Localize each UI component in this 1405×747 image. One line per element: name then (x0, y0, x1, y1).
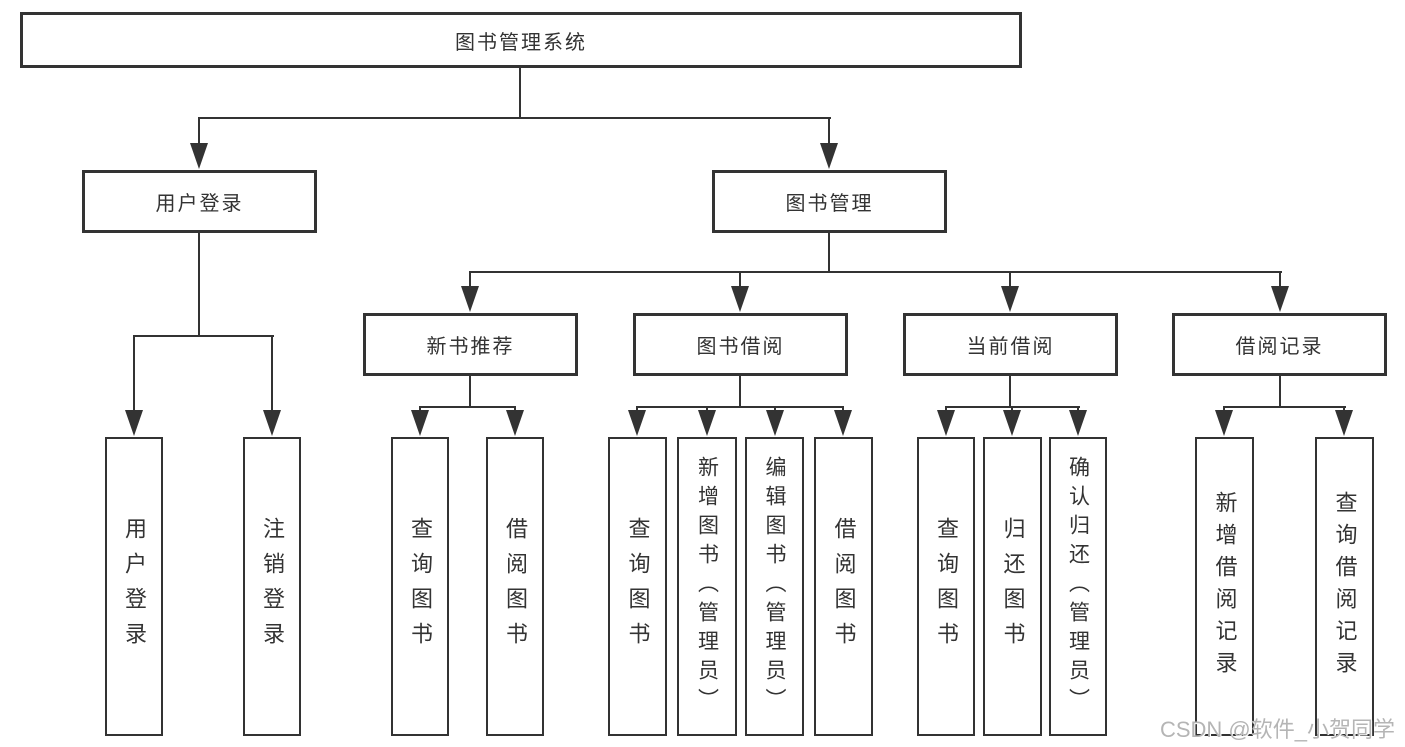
arrow-down-icon (461, 286, 479, 312)
connector-line (469, 271, 1282, 273)
leaf-label: 借阅图书 (831, 516, 857, 657)
leaf-logout: 注销登录 (243, 437, 301, 736)
connector-line (198, 232, 200, 336)
leaf-query-books-2: 查询图书 (608, 437, 667, 736)
connector-line (636, 406, 844, 408)
leaf-add-book-admin: 新增图书（管理员） (677, 437, 737, 736)
arrow-down-icon (731, 286, 749, 312)
leaf-label: 查询图书 (625, 516, 651, 657)
leaf-label: 查询借阅记录 (1332, 490, 1358, 683)
leaf-borrow-books-1: 借阅图书 (486, 437, 544, 736)
arrow-down-icon (698, 410, 716, 436)
arrow-down-icon (125, 410, 143, 436)
leaf-label: 归还图书 (1000, 516, 1026, 657)
arrow-down-icon (263, 410, 281, 436)
node-label: 图书管理 (785, 193, 874, 215)
node-label: 当前借阅 (966, 336, 1055, 358)
connector-line (739, 271, 741, 289)
connector-line (469, 375, 471, 407)
leaf-borrow-books-2: 借阅图书 (814, 437, 873, 736)
leaf-label: 编辑图书（管理员） (763, 456, 786, 717)
node-label: 借阅记录 (1235, 336, 1324, 358)
leaf-label: 新增图书（管理员） (695, 456, 719, 717)
node-label: 图书管理系统 (455, 31, 587, 54)
leaf-label: 确认归还（管理员） (1066, 456, 1090, 717)
connector-line (1223, 406, 1346, 408)
leaf-user-login: 用户登录 (105, 437, 163, 736)
leaf-label: 注销登录 (260, 516, 285, 657)
node-label: 图书借阅 (696, 336, 785, 358)
leaf-label: 新增借阅记录 (1212, 490, 1238, 683)
node-new-book-recommend: 新书推荐 (363, 313, 578, 376)
arrow-down-icon (411, 410, 429, 436)
connector-line (133, 335, 274, 337)
leaf-return-book: 归还图书 (983, 437, 1042, 736)
connector-line (828, 232, 830, 273)
arrow-down-icon (1069, 410, 1087, 436)
connector-line (1009, 271, 1011, 289)
arrow-down-icon (834, 410, 852, 436)
connector-line (519, 67, 521, 118)
connector-line (133, 335, 135, 413)
leaf-query-books-3: 查询图书 (917, 437, 975, 736)
arrow-down-icon (1215, 410, 1233, 436)
arrow-down-icon (1003, 410, 1021, 436)
node-user-login: 用户登录 (82, 170, 317, 233)
connector-line (419, 406, 516, 408)
node-book-management-system: 图书管理系统 (20, 12, 1022, 68)
leaf-query-books-1: 查询图书 (391, 437, 449, 736)
connector-line (828, 117, 830, 147)
leaf-confirm-return-admin: 确认归还（管理员） (1049, 437, 1107, 736)
arrow-down-icon (628, 410, 646, 436)
arrow-down-icon (1335, 410, 1353, 436)
leaf-label: 借阅图书 (503, 516, 528, 657)
connector-line (1009, 375, 1011, 407)
arrow-down-icon (506, 410, 524, 436)
connector-line (1279, 271, 1281, 289)
leaf-query-borrow-record: 查询借阅记录 (1315, 437, 1374, 736)
connector-line (1279, 375, 1281, 407)
connector-line (271, 335, 273, 413)
node-borrow-records: 借阅记录 (1172, 313, 1387, 376)
csdn-watermark: CSDN @软件_小贺同学 (1159, 717, 1395, 742)
arrow-down-icon (1271, 286, 1289, 312)
leaf-label: 查询图书 (408, 516, 433, 657)
leaf-edit-book-admin: 编辑图书（管理员） (745, 437, 804, 736)
connector-line (198, 117, 200, 147)
node-label: 用户登录 (155, 193, 244, 215)
node-book-management: 图书管理 (712, 170, 947, 233)
arrow-down-icon (820, 143, 838, 169)
leaf-label: 查询图书 (934, 516, 959, 657)
arrow-down-icon (1001, 286, 1019, 312)
node-current-borrow: 当前借阅 (903, 313, 1118, 376)
connector-line (469, 271, 471, 289)
arrow-down-icon (190, 143, 208, 169)
connector-line (739, 375, 741, 407)
node-book-borrow: 图书借阅 (633, 313, 848, 376)
node-label: 新书推荐 (426, 336, 515, 358)
connector-line (198, 117, 831, 119)
leaf-add-borrow-record: 新增借阅记录 (1195, 437, 1254, 736)
arrow-down-icon (937, 410, 955, 436)
leaf-label: 用户登录 (122, 516, 147, 657)
arrow-down-icon (766, 410, 784, 436)
